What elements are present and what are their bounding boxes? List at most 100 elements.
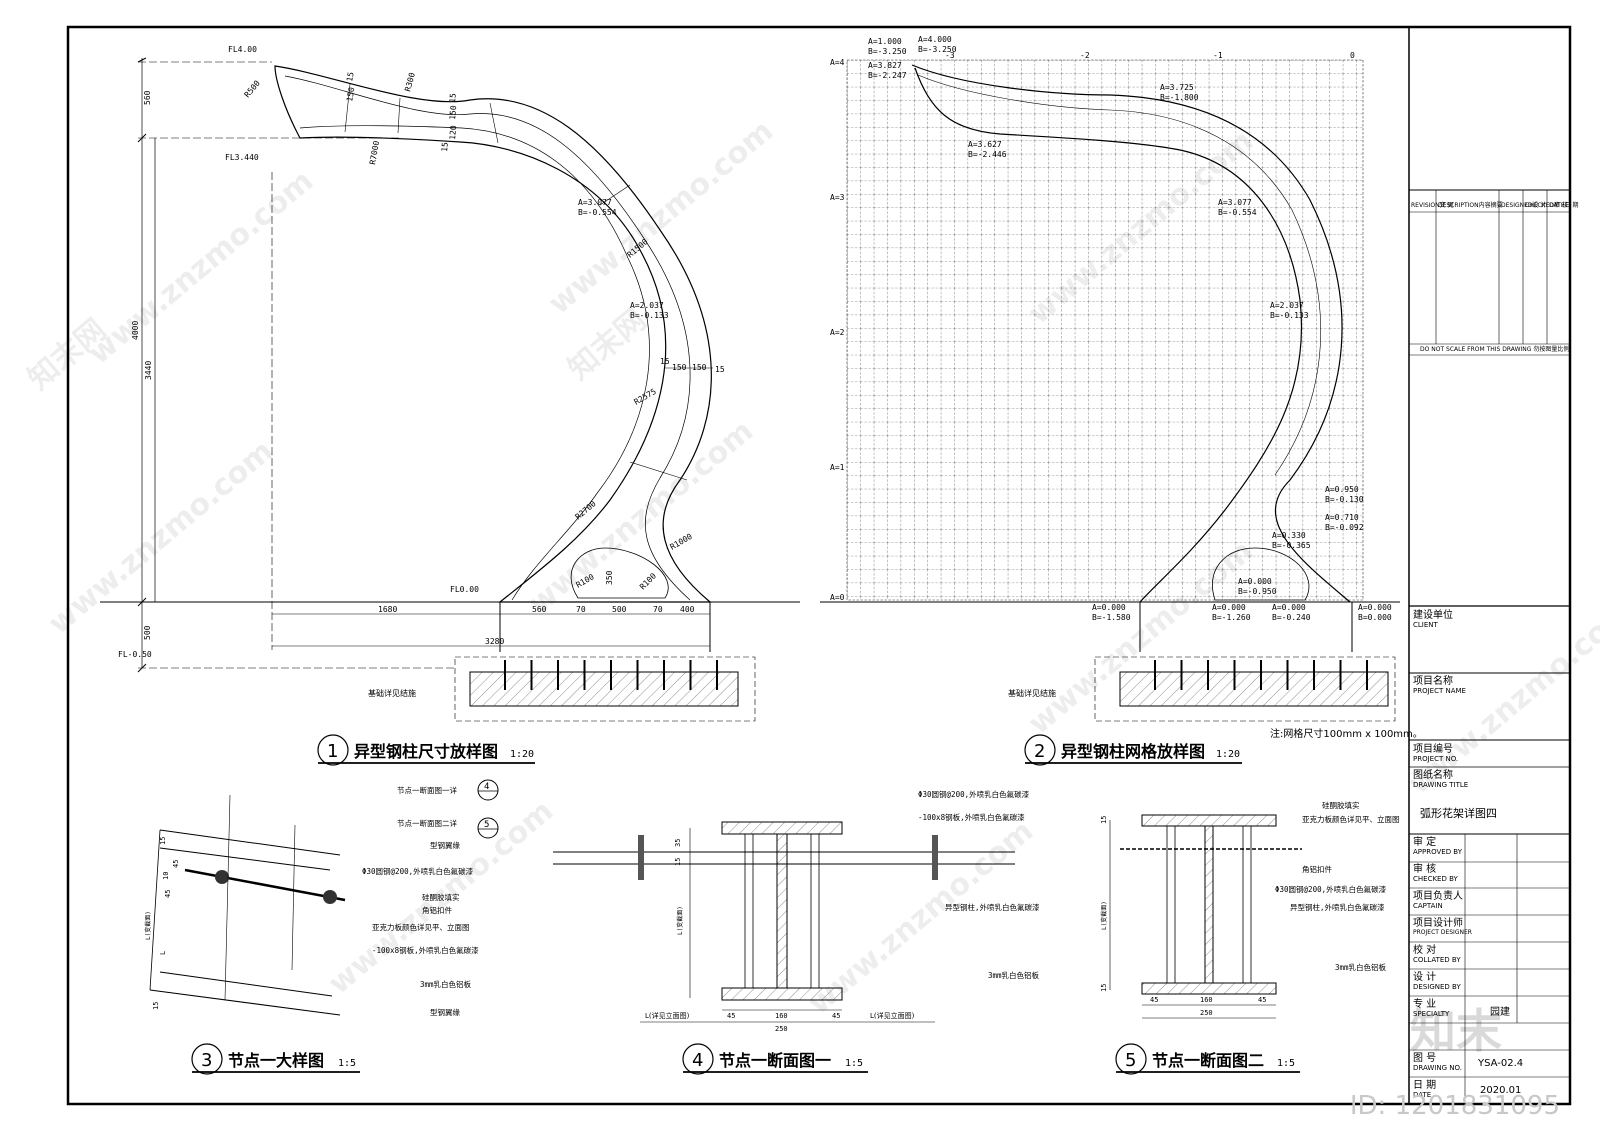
view-1-dimension-layout — [100, 57, 800, 722]
v3-ref-4 — [477, 779, 499, 801]
v1-d150b: 150 — [448, 105, 458, 120]
v3-l7: 亚克力板颜色详见平、立面图 — [372, 922, 470, 932]
view-2-grid-layout — [820, 59, 1400, 722]
v2-b-2: -2 — [1080, 51, 1090, 60]
v1-b3280: 3280 — [485, 637, 504, 646]
v1-d15d: 15 — [660, 357, 670, 366]
v2-p9b: B=-0.092 — [1325, 523, 1364, 532]
v4-title-scale: 1:5 — [845, 1058, 863, 1069]
v4-b1: L(详见立面图) — [645, 1011, 690, 1020]
v2-q1b: B=-1.580 — [1092, 613, 1131, 622]
v4-l4: 3mm乳白色铝板 — [988, 970, 1040, 980]
v4-b45a: 45 — [727, 1012, 735, 1020]
v2-b0: 0 — [1350, 51, 1355, 60]
v1-b70a: 70 — [576, 605, 586, 614]
v2-title-scale: 1:20 — [1216, 749, 1240, 760]
v5-b160: 160 — [1200, 996, 1213, 1004]
v2-p1b: B=-3.250 — [868, 47, 907, 56]
v3-ref-5 — [477, 817, 499, 839]
v2-p6a: A=3.077 — [1218, 198, 1252, 207]
tb-checked: CHECKED审 核 — [1525, 202, 1568, 209]
v1-d150a: 150 — [345, 86, 356, 102]
view-titles: 1 异型钢柱尺寸放样图 1:20 2 异型钢柱网格放样图 1:20 3 节点一大… — [191, 734, 1300, 1075]
v2-a2: A=2 — [830, 328, 845, 337]
v1-b1680: 1680 — [378, 605, 397, 614]
v2-a1: A=1 — [830, 463, 845, 472]
v1-d15b: 15 — [448, 93, 458, 104]
v5-d15b: 15 — [1100, 984, 1108, 992]
v5-l6: 3mm乳白色铝板 — [1335, 962, 1387, 972]
v1-b500: 500 — [612, 605, 627, 614]
v4-title: 节点一断面图一 — [719, 1051, 831, 1070]
v1-fl-ground: FL0.00 — [450, 585, 479, 594]
v5-b250: 250 — [1200, 1009, 1213, 1017]
grid-note: 注:网格尺寸100mm x 100mm。 — [1270, 727, 1423, 740]
v1-foundation: 基础详见结施 — [368, 688, 416, 698]
v4-l1: Φ30圆钢@200,外喷乳白色氟碳漆 — [918, 789, 1030, 799]
v3-d15b: 15 — [159, 837, 167, 845]
v1-r2700: R2700 — [574, 499, 598, 521]
v3-d15: 15 — [152, 1002, 160, 1010]
v2-p3b: B=-2.247 — [868, 71, 907, 80]
tb-date2-value: 2020.01 — [1480, 1085, 1522, 1096]
v1-d15a: 15 — [345, 71, 356, 82]
v1-dim-500: 500 — [143, 625, 152, 640]
v5-b45a: 45 — [1150, 996, 1158, 1004]
v1-title: 异型钢柱尺寸放样图 — [354, 742, 498, 761]
tb-specialty-value: 园建 — [1490, 1007, 1510, 1018]
v2-foundation: 基础详见结施 — [1008, 688, 1056, 698]
v4-d15: 15 — [674, 858, 682, 866]
v1-dim-560: 560 — [143, 90, 152, 105]
v3-ref-5-num: 5 — [484, 820, 489, 830]
v4-l3: 异型钢柱,外喷乳白色氟碳漆 — [945, 902, 1040, 912]
v3-d45b: 45 — [164, 890, 172, 898]
v2-p5b: B=-2.446 — [968, 150, 1007, 159]
v4-b2: L(详见立面图) — [870, 1011, 915, 1020]
v2-a0: A=0 — [830, 593, 845, 602]
v1-d15c: 15 — [440, 142, 450, 153]
v1-fl-mid: FL3.440 — [225, 153, 259, 162]
v2-p3a: A=3.827 — [868, 61, 902, 70]
view-5-section-2 — [1109, 814, 1302, 1019]
v2-b-1: -1 — [1213, 51, 1223, 60]
v3-d45: 45 — [172, 860, 180, 868]
v2-p1a: A=1.000 — [868, 37, 902, 46]
tb-description: DESCRIPTION内容摘要 — [1438, 202, 1503, 209]
v1-dim-4000: 4000 — [131, 321, 140, 340]
v5-l2: 亚克力板颜色详见平、立面图 — [1302, 814, 1400, 824]
v1-pt1-a: A=3.077 — [578, 198, 612, 207]
v2-p9a: A=0.710 — [1325, 513, 1359, 522]
v1-b560: 560 — [532, 605, 547, 614]
v3-l1: 节点一断面图一详 — [397, 785, 457, 795]
logo: 知末 — [1410, 1004, 1502, 1058]
v2-p6b: B=-0.554 — [1218, 208, 1257, 217]
v2-q3b: B=-0.240 — [1272, 613, 1311, 622]
v1-title-no: 1 — [327, 741, 338, 762]
v1-pt2-b: B=-0.133 — [630, 311, 669, 320]
v1-fl-base: FL-0.50 — [118, 650, 152, 659]
v5-title-no: 5 — [1125, 1050, 1136, 1071]
v5-title: 节点一断面图二 — [1152, 1051, 1264, 1070]
view-4-section-1 — [553, 821, 1015, 1023]
v4-dL: L(变截面) — [676, 906, 684, 935]
tb-drawing-title-value: 弧形花架详图四 — [1420, 807, 1497, 820]
v1-fl-top: FL4.00 — [228, 45, 257, 54]
v3-ref-4-num: 4 — [484, 782, 489, 792]
v1-r100b: R100 — [638, 571, 658, 591]
v2-q2b: B=-1.260 — [1212, 613, 1251, 622]
v2-p4b: B=-1.800 — [1160, 93, 1199, 102]
v2-q4b: B=0.000 — [1358, 613, 1392, 622]
v1-d150c: 150 — [672, 363, 687, 372]
v3-l3: 型钢翼缘 — [430, 840, 460, 850]
v4-d35: 35 — [674, 839, 682, 847]
v3-l9: 3mm乳白色铝板 — [420, 979, 472, 989]
tb-date: DATE日 期 — [1549, 202, 1579, 209]
v1-pt2-a: A=2.037 — [630, 301, 664, 310]
